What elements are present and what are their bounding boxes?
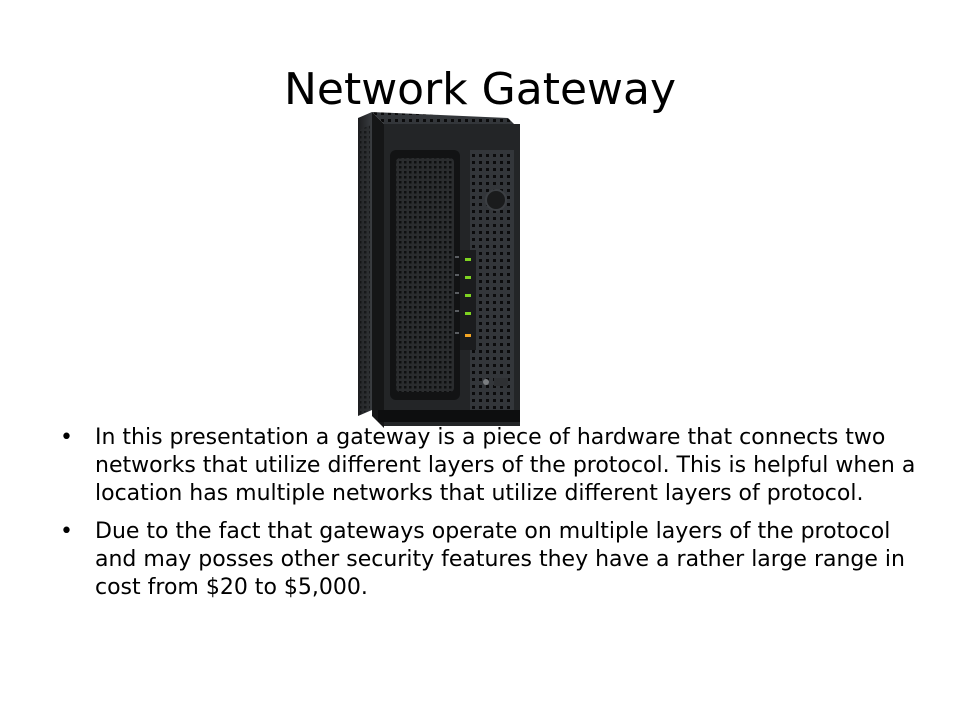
bullet-item: • Due to the fact that gateways operate …	[60, 518, 920, 602]
bullet-marker: •	[60, 519, 73, 544]
bullet-marker: •	[60, 425, 73, 450]
bullet-list: • In this presentation a gateway is a pi…	[60, 424, 920, 612]
slide-title: Network Gateway	[283, 64, 677, 115]
network-gateway-device-image	[358, 112, 520, 428]
bullet-text: In this presentation a gateway is a piec…	[95, 425, 916, 506]
bullet-text: Due to the fact that gateways operate on…	[95, 519, 905, 600]
bullet-item: • In this presentation a gateway is a pi…	[60, 424, 920, 508]
